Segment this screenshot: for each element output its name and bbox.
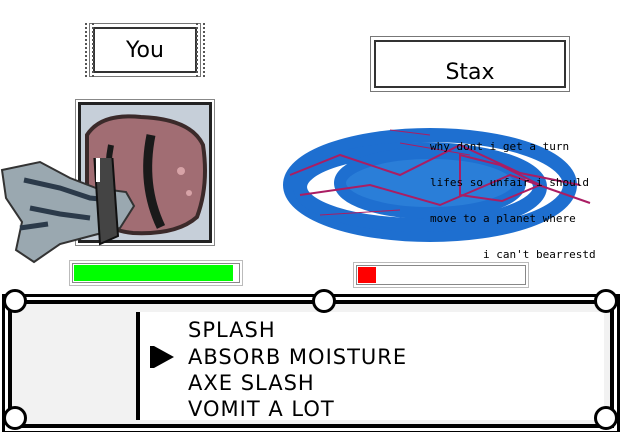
- battle-menu: SPLASH ABSORB MOISTURE AXE SLASH VOMIT A…: [0, 289, 620, 432]
- battle-menu-box: SPLASH ABSORB MOISTURE AXE SLASH VOMIT A…: [8, 300, 614, 428]
- move-list: SPLASH ABSORB MOISTURE AXE SLASH VOMIT A…: [136, 312, 604, 421]
- move-axe-slash[interactable]: AXE SLASH: [188, 371, 315, 395]
- triangle-cursor-icon: [150, 346, 174, 368]
- enemy-hp-fill: [358, 267, 377, 283]
- speech-line: lifes so unfair i should: [430, 176, 589, 189]
- corner-ornament: [3, 289, 27, 313]
- enemy-speech: why dont i get a turn lifes so unfair i …: [430, 117, 620, 273]
- speech-line: i can't bearrestd: [430, 248, 596, 261]
- enemy-name: Stax: [445, 59, 495, 85]
- corner-ornament: [594, 406, 618, 430]
- player-hp-fill: [74, 265, 234, 281]
- corner-ornament: [3, 406, 27, 430]
- speech-line: why dont i get a turn: [430, 140, 570, 153]
- enemy-name-plate: Stax: [374, 40, 566, 88]
- move-absorb-moisture[interactable]: ABSORB MOISTURE: [188, 345, 408, 369]
- corner-ornament: [312, 289, 336, 313]
- enemy-scribble-art: [283, 128, 591, 242]
- speech-line: move to a planet where: [430, 212, 576, 225]
- move-vomit-a-lot[interactable]: VOMIT A LOT: [188, 397, 335, 421]
- player-arm-art: [0, 158, 136, 264]
- enemy-hp-bar: [356, 265, 526, 285]
- player-name: You: [126, 37, 164, 63]
- move-splash[interactable]: SPLASH: [188, 318, 276, 342]
- player-hp-bar: [72, 263, 240, 283]
- corner-ornament: [594, 289, 618, 313]
- player-name-plate: You: [85, 23, 205, 77]
